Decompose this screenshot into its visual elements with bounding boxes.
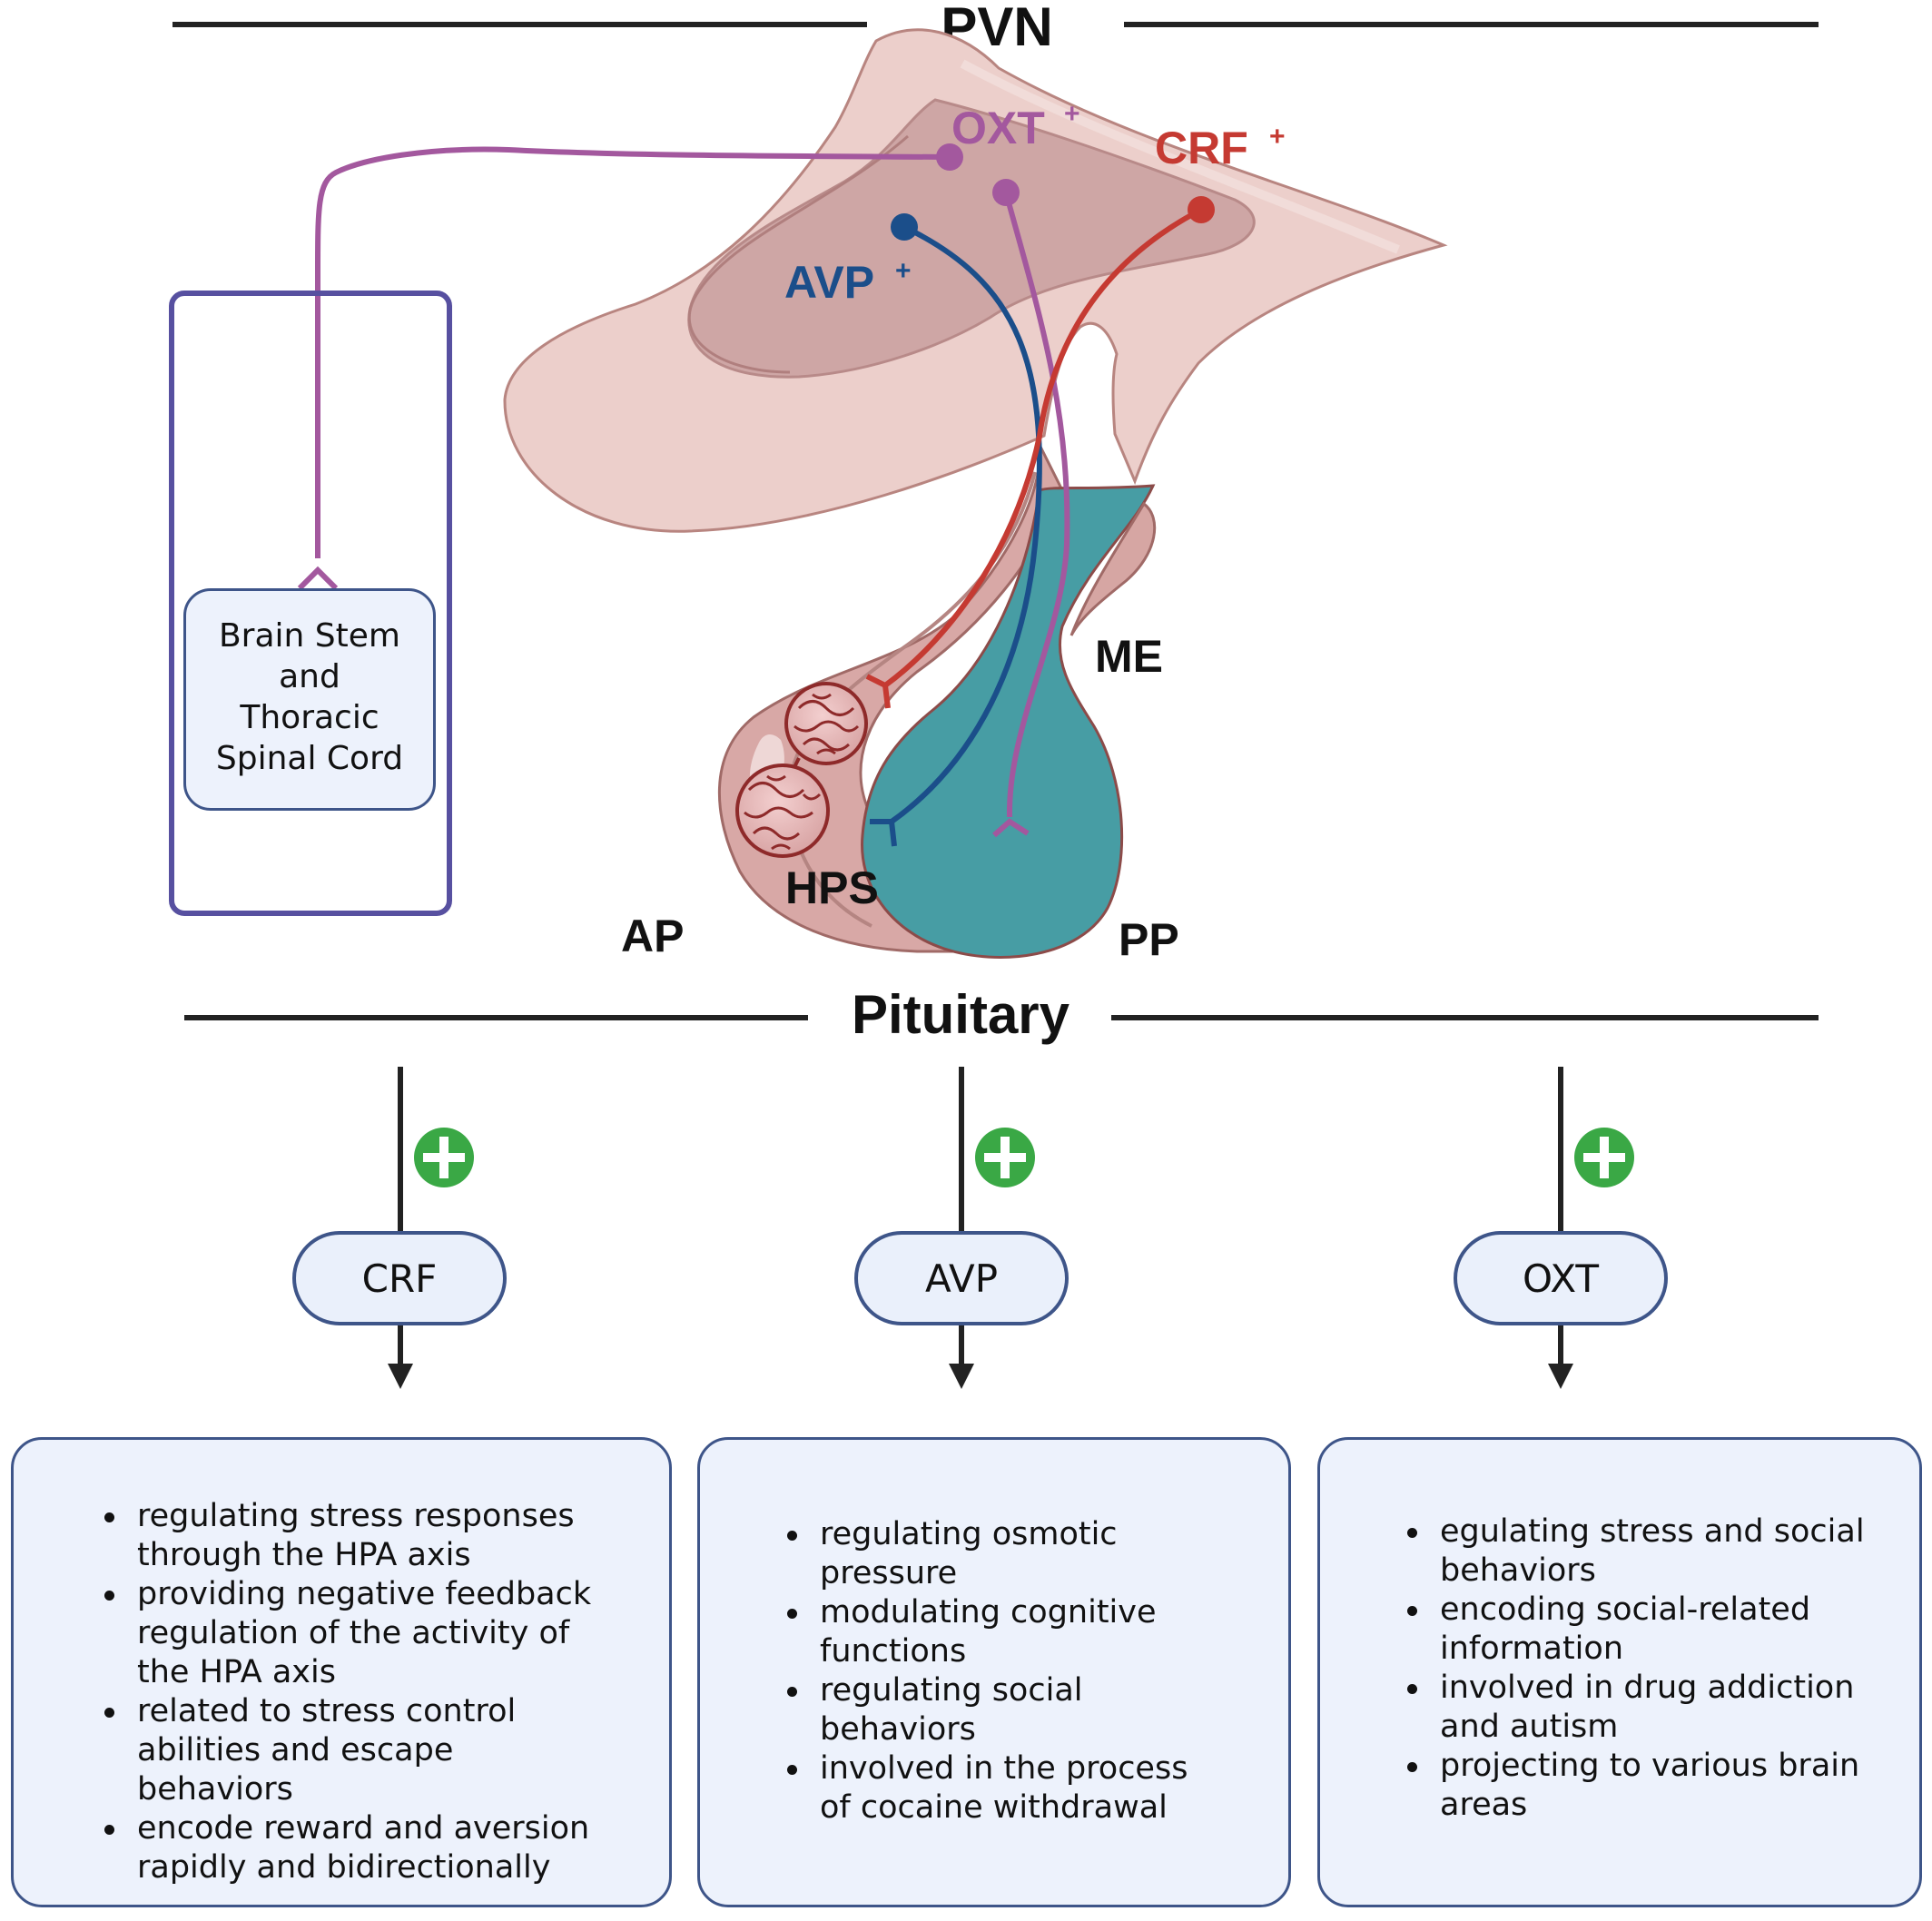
plus-circle-icon xyxy=(414,1128,474,1187)
hps-label: HPS xyxy=(785,862,879,913)
avp-pill: AVP xyxy=(854,1231,1069,1325)
brainstem-target-box xyxy=(183,588,436,811)
avp-label: AVP xyxy=(784,257,874,308)
oxt-label: OXT xyxy=(951,103,1045,153)
plus-circle-icon xyxy=(1574,1128,1634,1187)
list-item: related to stress control abilities and … xyxy=(104,1692,615,1809)
list-item: projecting to various brain areas xyxy=(1407,1747,1865,1825)
list-item: involved in drug addiction and autism xyxy=(1407,1669,1865,1747)
oxt-functions-box: egulating stress and social behaviors en… xyxy=(1317,1437,1922,1907)
oxt-plus: + xyxy=(1064,99,1080,129)
oxt-functions-list: egulating stress and social behaviors en… xyxy=(1320,1512,1919,1825)
hps-capillary-cluster xyxy=(735,682,868,858)
avp-functions-list: regulating osmotic pressure modulating c… xyxy=(700,1515,1288,1827)
crf-plus: + xyxy=(1269,122,1286,152)
list-item: encode reward and aversion rapidly and b… xyxy=(104,1809,615,1887)
list-item: regulating osmotic pressure xyxy=(787,1515,1225,1593)
list-item: egulating stress and social behaviors xyxy=(1407,1513,1865,1589)
brainstem-line-1: Brain Stem xyxy=(218,617,400,655)
crf-flow xyxy=(388,1067,413,1389)
me-label: ME xyxy=(1095,631,1163,682)
crf-label: CRF xyxy=(1155,123,1248,173)
oxt-pituitary-neuron xyxy=(992,179,1070,838)
crf-pill: CRF xyxy=(292,1231,507,1325)
brainstem-line-4: Spinal Cord xyxy=(215,740,404,777)
pituitary-title: Pituitary xyxy=(852,984,1070,1045)
list-item: regulating social behaviors xyxy=(787,1671,1225,1749)
avp-plus: + xyxy=(895,256,912,286)
crf-functions-list: regulating stress responses through the … xyxy=(14,1497,669,1887)
brainstem-frame xyxy=(169,291,452,916)
brainstem-line-3: Thoracic xyxy=(240,699,380,736)
list-item: regulating stress responses through the … xyxy=(104,1497,615,1575)
oxt-brainstem-neuron xyxy=(297,143,963,591)
pp-label: PP xyxy=(1119,914,1179,965)
list-item: encoding social-related information xyxy=(1407,1591,1865,1669)
oxt-pill: OXT xyxy=(1454,1231,1668,1325)
plus-circle-icon xyxy=(975,1128,1035,1187)
list-item: involved in the process of cocaine withd… xyxy=(787,1749,1225,1827)
ap-label: AP xyxy=(621,911,684,961)
brainstem-line-2: and xyxy=(279,658,340,695)
pvn-nucleus-outline xyxy=(687,134,909,374)
avp-neuron xyxy=(870,213,1042,847)
list-item: modulating cognitive functions xyxy=(787,1593,1225,1671)
avp-flow xyxy=(949,1067,974,1389)
list-item: providing negative feedback regulation o… xyxy=(104,1575,615,1692)
brainstem-target-text: Brain Stem and Thoracic Spinal Cord xyxy=(183,616,436,779)
posterior-pituitary xyxy=(861,484,1156,959)
avp-functions-box: regulating osmotic pressure modulating c… xyxy=(697,1437,1291,1907)
oxt-flow xyxy=(1548,1067,1573,1389)
pvn-nucleus-region xyxy=(687,98,1256,379)
tissue-highlight xyxy=(960,59,1400,254)
crf-neuron xyxy=(865,196,1215,709)
crf-functions-box: regulating stress responses through the … xyxy=(11,1437,672,1907)
median-eminence xyxy=(1070,501,1157,636)
